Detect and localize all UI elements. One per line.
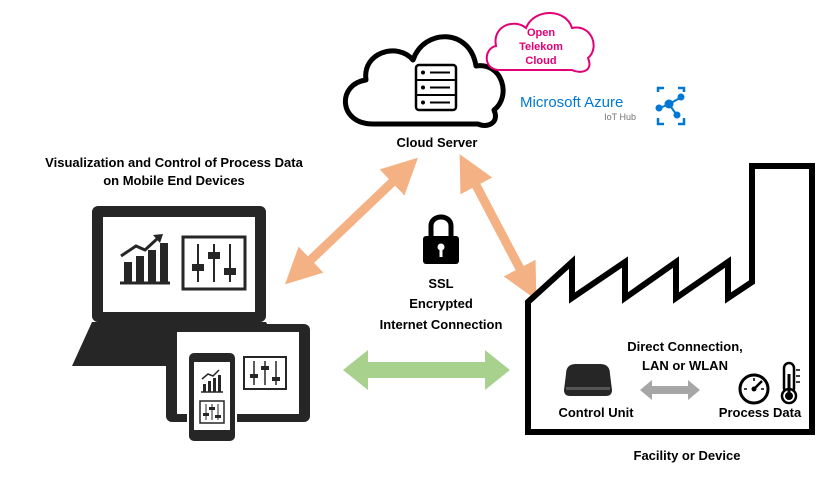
sliders-icon-laptop [181,235,247,291]
azure-sub: IoT Hub [604,112,636,122]
sliders-icon-tablet [243,356,287,390]
visualization-label-line-1: Visualization and Control of Process Dat… [45,155,303,170]
azure-iot-hub-icon [655,86,686,126]
gauge-icon [738,373,770,405]
telekom-line-1: Open [527,27,555,39]
process-data-label: Process Data [718,405,802,420]
open-telekom-cloud-logo [485,12,595,73]
internet-connection-label: Internet Connection [379,317,503,332]
sliders-icon-phone [199,400,225,424]
green-arrow-devices-facility [343,350,510,390]
azure-name: Microsoft Azure [520,94,623,111]
orange-arrow-cloud-devices [284,157,419,285]
control-unit-icon [564,364,612,396]
grey-arrow-direct-connection [640,380,700,400]
visualization-label-line-2: on Mobile End Devices [103,173,245,188]
direct-connection-label-line-2: LAN or WLAN [642,358,728,373]
control-unit-label: Control Unit [558,405,634,420]
cloud-server-label: Cloud Server [396,135,478,150]
telekom-line-3: Cloud [525,55,556,67]
direct-connection-label-line-1: Direct Connection, [627,339,743,354]
server-rack-icon [414,63,458,112]
padlock-icon [423,214,459,264]
facility-label: Facility or Device [633,448,741,463]
chart-icon-laptop [120,234,170,285]
chart-icon-phone [201,369,223,393]
telekom-line-2: Telekom [519,41,563,53]
orange-arrow-cloud-facility [459,154,537,300]
thermometer-icon [780,361,800,405]
encrypted-label: Encrypted [409,296,473,311]
phone [187,351,237,443]
ssl-label: SSL [428,276,454,291]
